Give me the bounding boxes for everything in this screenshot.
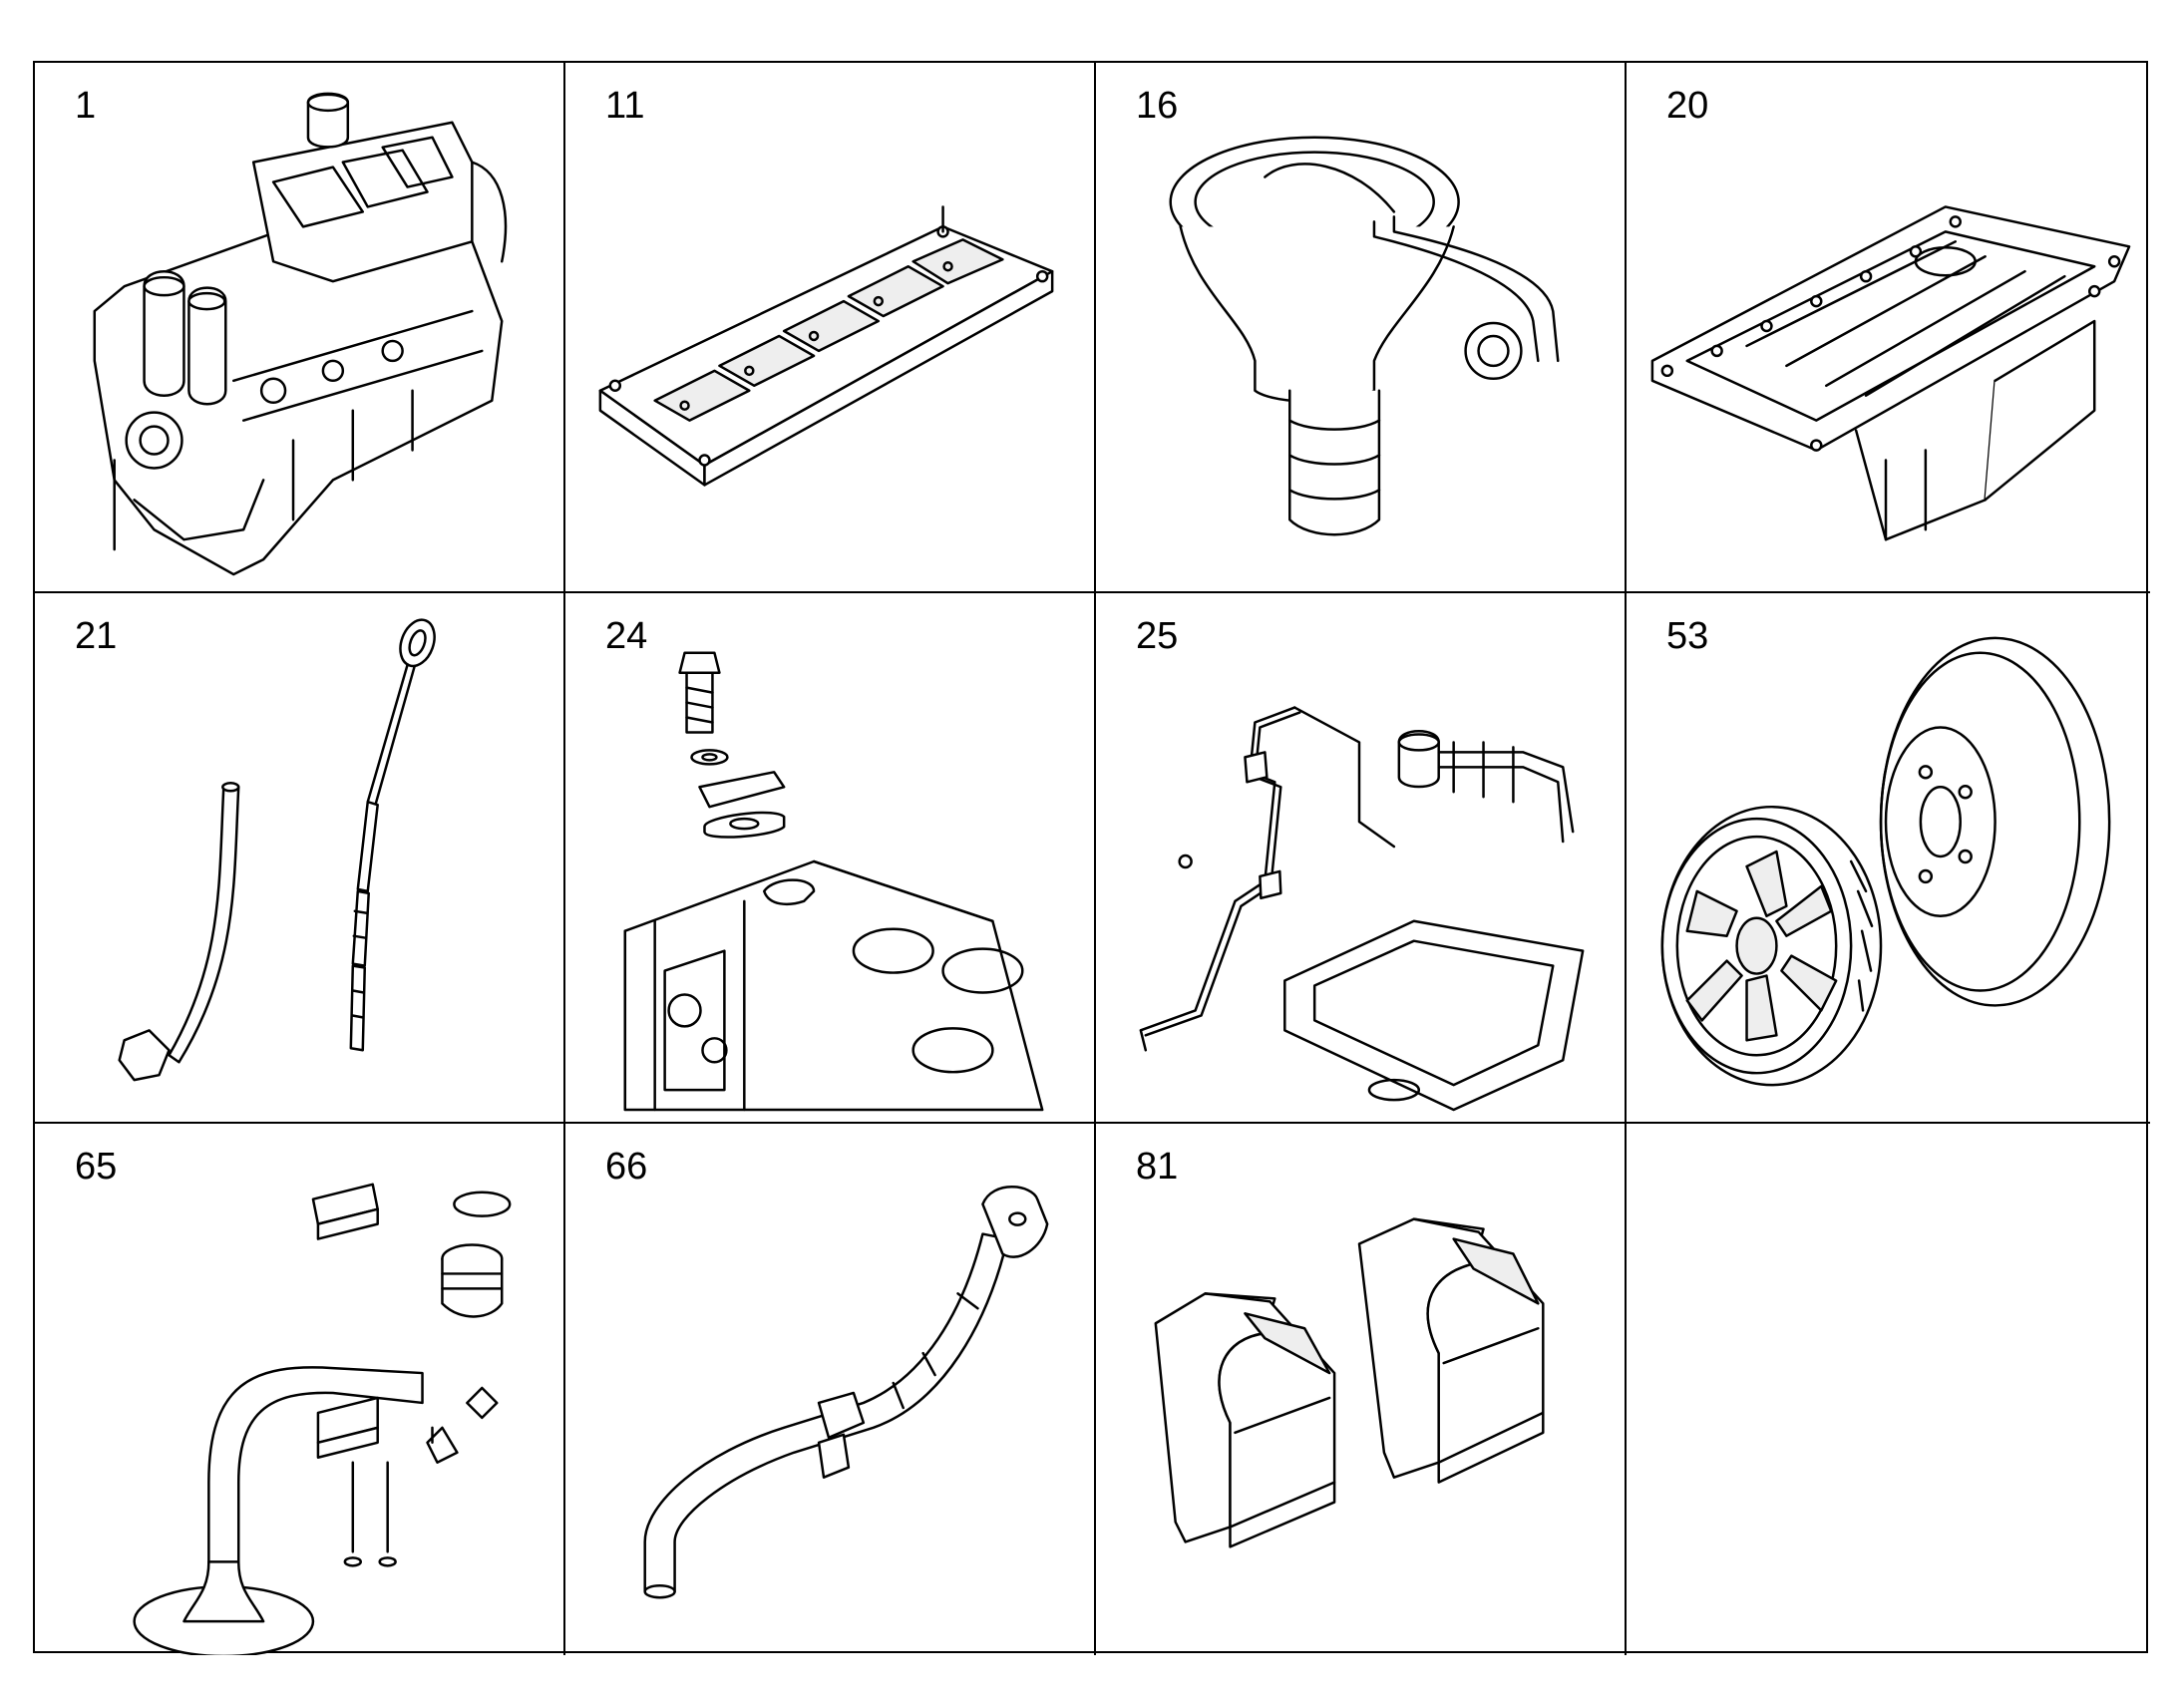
part-number: 20 (1666, 85, 1709, 127)
crankshaft-pulley-damper-icon (1660, 636, 2111, 1087)
part-cell-81[interactable]: 81 (1096, 1124, 1627, 1655)
part-number: 53 (1666, 615, 1709, 657)
oil-suction-pipe-icon (133, 1183, 512, 1655)
part-cell-65[interactable]: 65 (35, 1124, 565, 1655)
breather-pipe-assembly-icon (1139, 706, 1585, 1112)
part-number: 65 (75, 1146, 118, 1188)
part-cell-11[interactable]: 11 (565, 63, 1096, 593)
part-number: 25 (1136, 615, 1179, 657)
part-cell-20[interactable]: 20 (1627, 63, 2150, 593)
part-number: 24 (605, 615, 648, 657)
dipstick-and-tube-icon (118, 618, 436, 1082)
part-cell-66[interactable]: 66 (565, 1124, 1096, 1655)
part-cell-25[interactable]: 25 (1096, 593, 1627, 1124)
part-number: 81 (1136, 1146, 1179, 1188)
oil-separator-icon (1169, 136, 1560, 536)
cover-plate-and-bolt-icon (623, 651, 1044, 1112)
parts-grid: 1 11 (33, 61, 2150, 1655)
empty-cell (1627, 1124, 2150, 1655)
oil-sump-icon (1650, 205, 2131, 541)
part-number: 1 (75, 85, 97, 127)
engine-block-icon (93, 92, 508, 576)
part-number: 16 (1136, 85, 1179, 127)
part-number: 66 (605, 1146, 648, 1188)
part-cell-16[interactable]: 16 (1096, 63, 1627, 593)
part-cell-24[interactable]: 24 (565, 593, 1096, 1124)
part-number: 21 (75, 615, 118, 657)
part-number: 11 (605, 85, 645, 127)
rocker-cover-gasket-icon (598, 205, 1054, 487)
part-cell-53[interactable]: 53 (1627, 593, 2150, 1124)
part-cell-21[interactable]: 21 (35, 593, 565, 1124)
bearing-caps-icon (1154, 1217, 1545, 1548)
part-cell-1[interactable]: 1 (35, 63, 565, 593)
oil-return-pipe-icon (643, 1186, 1049, 1599)
